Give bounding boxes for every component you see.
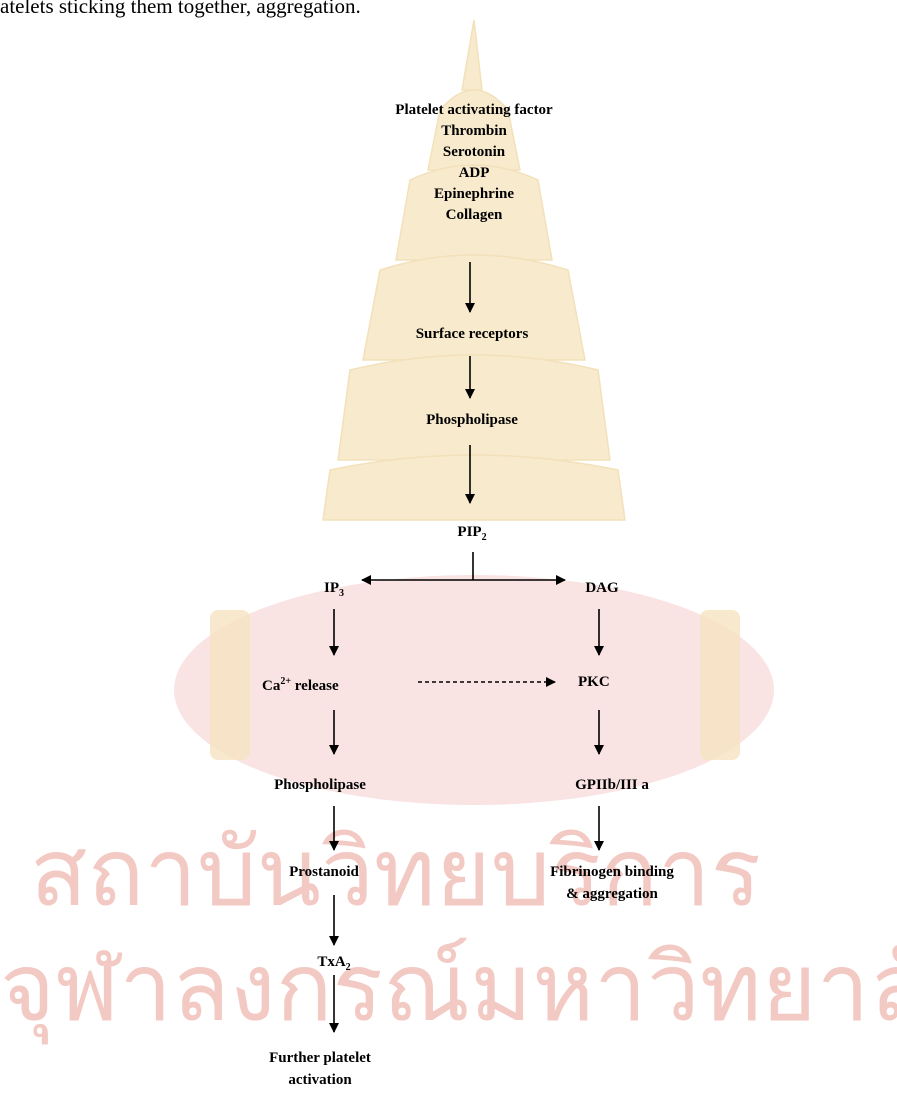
- agonist-item: Collagen: [445, 207, 503, 223]
- prostanoid-label: Prostanoid: [289, 864, 359, 880]
- fibrinogen-label-2: & aggregation: [566, 886, 658, 902]
- fibrinogen-label-1: Fibrinogen binding: [550, 864, 674, 880]
- agonist-item: Thrombin: [441, 123, 507, 139]
- ip3-label: IP3: [324, 578, 344, 604]
- pip2-sub: 2: [481, 532, 487, 543]
- ca-sup: 2+: [280, 676, 292, 687]
- txa2-base: TxA: [317, 954, 346, 970]
- agonist-item: Platelet activating factor: [395, 102, 553, 118]
- phospholipase-top-label: Phospholipase: [426, 412, 518, 428]
- intro-text: atelets sticking them together, aggregat…: [0, 0, 361, 18]
- ip3-base: IP: [324, 580, 339, 596]
- further-activation-label-1: Further platelet: [269, 1050, 371, 1066]
- agonist-list: Platelet activating factor Thrombin Sero…: [395, 100, 552, 226]
- phospholipase-left-label: Phospholipase: [274, 777, 366, 793]
- ca-base: Ca: [262, 678, 281, 694]
- ip3-sub: 3: [339, 588, 344, 599]
- dag-label: DAG: [585, 580, 619, 596]
- pkc-label: PKC: [578, 674, 610, 690]
- agonist-item: ADP: [458, 165, 490, 181]
- agonist-item: Serotonin: [442, 144, 506, 160]
- further-activation-label-2: activation: [288, 1072, 352, 1088]
- gpiib-label: GPIIb/III a: [575, 777, 649, 793]
- pip2-label: PIP2: [457, 522, 486, 548]
- txa2-label: TxA2: [317, 952, 350, 978]
- txa2-sub: 2: [345, 962, 351, 973]
- ca-release-label: Ca2+ release: [262, 672, 339, 696]
- surface-receptors-label: Surface receptors: [415, 326, 529, 342]
- pip2-base: PIP: [457, 524, 482, 540]
- ca-rest: release: [291, 678, 339, 694]
- agonist-item: Epinephrine: [433, 186, 515, 202]
